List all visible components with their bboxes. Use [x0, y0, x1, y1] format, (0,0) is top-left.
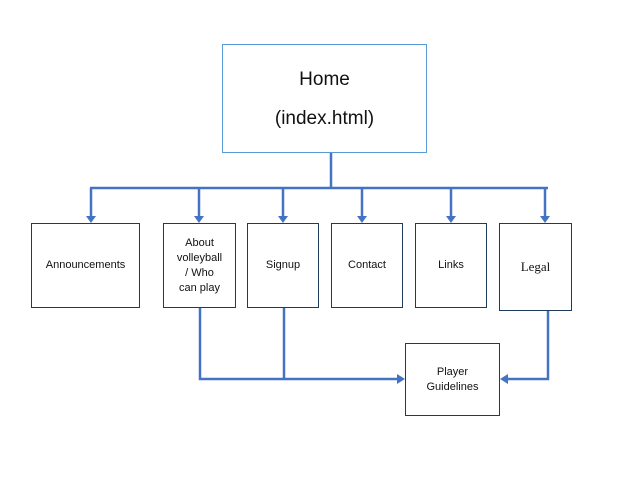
arrowhead-legal: [540, 216, 550, 223]
player-guidelines-box: Player Guidelines: [405, 343, 500, 416]
signup-label: Signup: [265, 259, 301, 271]
arrowhead-about: [194, 216, 204, 223]
arrowhead-guidelines-left: [397, 374, 405, 384]
links-label: Links: [438, 259, 464, 271]
arrowhead-announcements: [86, 216, 96, 223]
about-box: About volleyball / Who can play: [163, 223, 236, 308]
home-box: Home (index.html): [222, 44, 427, 153]
guidelines-label-line-2: Guidelines: [426, 380, 479, 393]
legal-to-guidelines-line: [508, 311, 550, 381]
signup-box: Signup: [247, 223, 319, 308]
announcements-label: Announcements: [45, 259, 126, 271]
about-to-guidelines-line: [198, 308, 397, 381]
links-box: Links: [415, 223, 487, 308]
arrowhead-guidelines-right: [500, 374, 508, 384]
legal-box: Legal: [499, 223, 572, 311]
arrowhead-signup: [278, 216, 288, 223]
home-filename: (index.html): [274, 107, 375, 129]
arrowhead-links: [446, 216, 456, 223]
announcements-box: Announcements: [31, 223, 140, 308]
legal-label: Legal: [520, 259, 551, 274]
guidelines-label-line-1: Player: [436, 365, 469, 378]
about-label-line-2: volleyball: [176, 251, 223, 264]
contact-box: Contact: [331, 223, 403, 308]
arrowhead-contact: [357, 216, 367, 223]
about-label-line-4: can play: [179, 281, 220, 294]
contact-label: Contact: [348, 259, 386, 271]
home-title: Home: [299, 68, 350, 90]
about-label-line-1: About: [185, 236, 214, 249]
about-label-line-3: / Who: [185, 266, 214, 279]
